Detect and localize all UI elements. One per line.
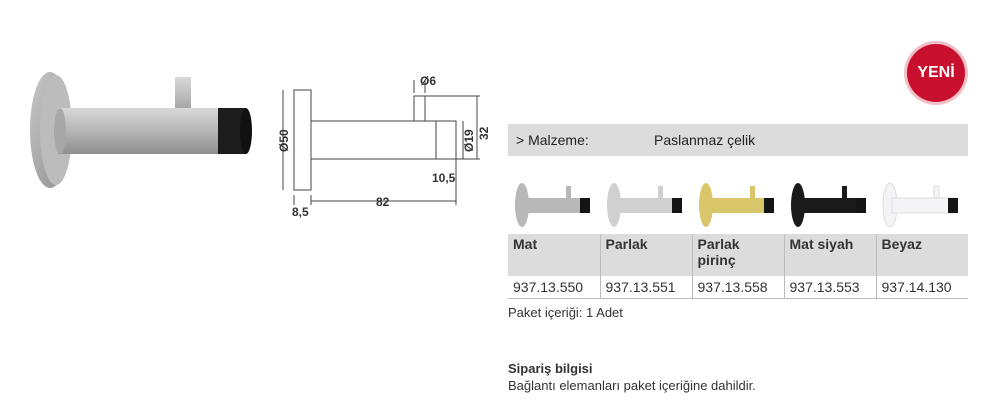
dim-tube: Ø19 [462,129,476,152]
finish-name: Parlak [599,234,692,276]
finish-code: 937.14.130 [875,276,968,299]
dim-pin: Ø6 [420,74,436,88]
finish-thumbnail [882,182,958,228]
new-badge-text: YENİ [917,64,955,81]
dim-tip: 10,5 [432,171,456,185]
material-value: Paslanmaz çelik [654,132,756,148]
dim-base-thickness: 8,5 [292,205,309,219]
finish-code-row: 937.13.550 937.13.551 937.13.558 937.13.… [508,276,968,299]
finish-name: Mat siyah [783,234,876,276]
finish-table: Mat Parlak Parlak pirinç Mat siyah Beyaz… [508,234,968,299]
finish-name: Mat [508,234,600,276]
finish-code: 937.13.553 [783,276,876,299]
finish-name: Beyaz [875,234,968,276]
dim-base: Ø50 [277,129,291,152]
finish-name: Parlak pirinç [691,234,784,276]
order-info-title: Sipariş bilgisi [508,361,593,376]
finish-code: 937.13.550 [508,276,600,299]
new-badge: YENİ [907,44,965,102]
finish-name-row: Mat Parlak Parlak pirinç Mat siyah Beyaz [508,234,968,276]
dim-length: 82 [376,195,390,209]
material-label: > Malzeme: [516,132,589,148]
finish-thumbnail [791,183,866,227]
finish-thumbnail [699,183,774,227]
order-info-text: Bağlantı elemanları paket içeriğine dahi… [508,378,756,393]
package-contents: Paket içeriği: 1 Adet [508,305,623,320]
finish-code: 937.13.551 [599,276,692,299]
material-row: > Malzeme: Paslanmaz çelik [508,124,968,156]
technical-drawing: Ø6 Ø50 Ø19 32 10,5 8,5 82 [277,74,491,219]
finish-code: 937.13.558 [691,276,784,299]
finish-thumbnail [607,183,682,227]
dim-height: 32 [477,126,491,140]
finish-thumbnails [508,178,968,232]
product-photo [30,72,252,188]
finish-thumbnail [515,183,590,227]
